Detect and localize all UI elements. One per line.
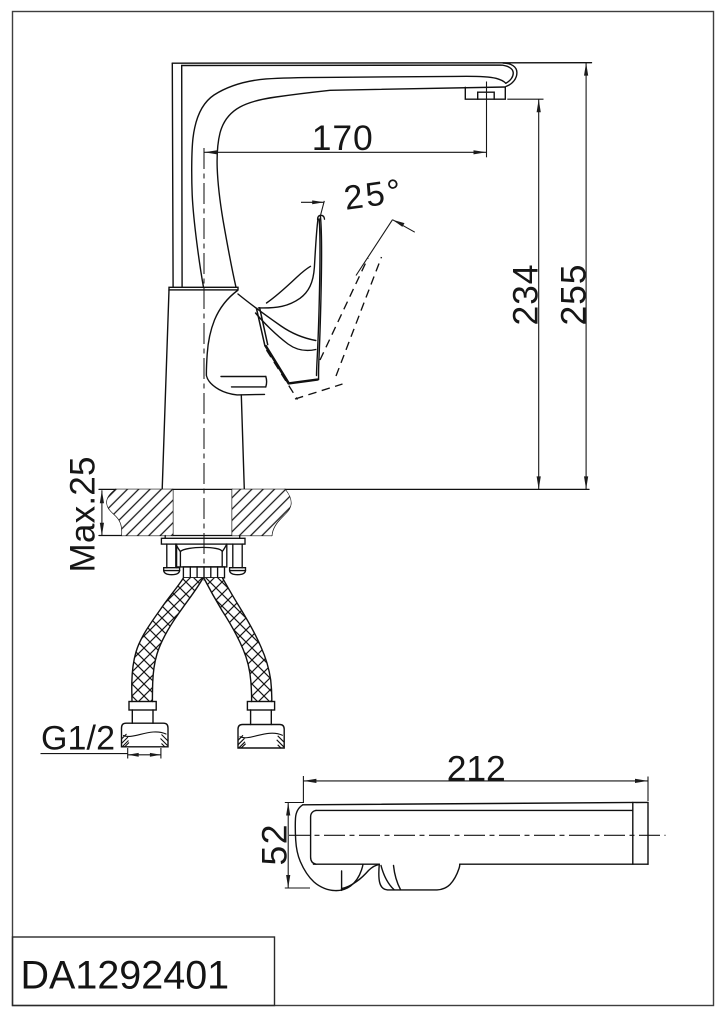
svg-text:212: 212 [447,749,506,789]
svg-text:170: 170 [312,118,373,158]
svg-text:DA1292401: DA1292401 [21,954,230,998]
svg-text:234: 234 [505,265,545,326]
svg-text:52: 52 [254,825,294,866]
svg-text:255: 255 [553,265,593,326]
svg-text:Max.25: Max.25 [64,457,103,573]
svg-text:G1/2: G1/2 [41,720,115,758]
svg-text:25°: 25° [342,172,404,218]
